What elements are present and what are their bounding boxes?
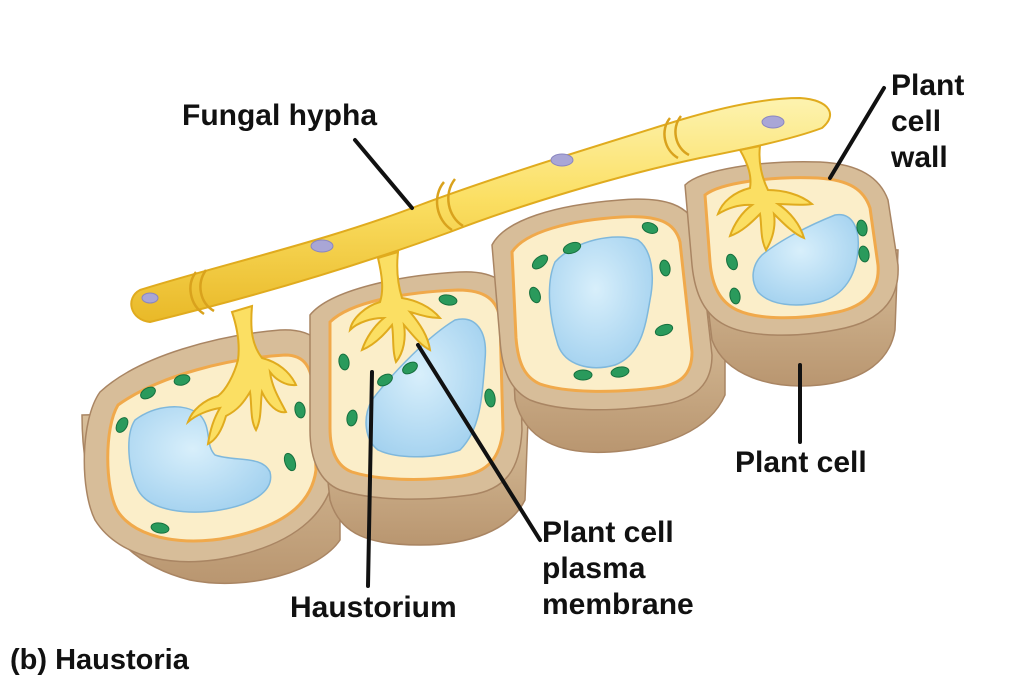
leader-fungal-hypha: [353, 138, 414, 210]
leader-haustorium: [366, 370, 374, 588]
cell-2-vacuole: [365, 318, 487, 458]
figure-caption: (b) Haustoria: [10, 644, 189, 676]
haustorium-2: [348, 250, 443, 365]
cell-2-chloroplasts: [338, 294, 496, 427]
label-plant-cell-wall-line-2: cell: [891, 105, 942, 138]
cell-1-chloroplasts: [115, 374, 306, 534]
label-plant-cell: Plant cell: [735, 446, 867, 479]
label-plant-cell-wall-line-1: Plant: [891, 69, 965, 102]
plant-cell-1: [81, 329, 341, 585]
fungal-hypha: [130, 96, 832, 446]
hypha-nuclei: [141, 115, 785, 304]
haustorium-3: [716, 144, 815, 253]
label-plasma-membrane-line-2: plasma: [542, 552, 646, 585]
leader-plasma-membrane: [416, 343, 542, 542]
label-haustorium: Haustorium: [290, 591, 457, 624]
label-fungal-hypha: Fungal hypha: [182, 99, 377, 132]
label-plant-cell-wall: Plant cell wall: [891, 68, 964, 176]
leader-lines: [353, 86, 886, 588]
plant-cell-4: [684, 160, 899, 387]
label-plasma-membrane: Plant cell plasma membrane: [542, 515, 694, 623]
cell-4-vacuole: [752, 213, 860, 306]
cell-3-vacuole: [548, 236, 653, 369]
label-plasma-membrane-line-3: membrane: [542, 588, 694, 621]
cell-4-chloroplasts: [726, 219, 870, 305]
leader-plant-cell-wall: [828, 86, 886, 180]
cell-3-chloroplasts: [529, 222, 674, 381]
haustorium-1: [185, 304, 298, 446]
label-plasma-membrane-line-1: Plant cell: [542, 516, 674, 549]
label-plant-cell-wall-line-3: wall: [891, 141, 948, 174]
plant-cell-3: [491, 198, 726, 454]
hypha-body: [130, 96, 832, 324]
hypha-septa: [189, 115, 690, 316]
